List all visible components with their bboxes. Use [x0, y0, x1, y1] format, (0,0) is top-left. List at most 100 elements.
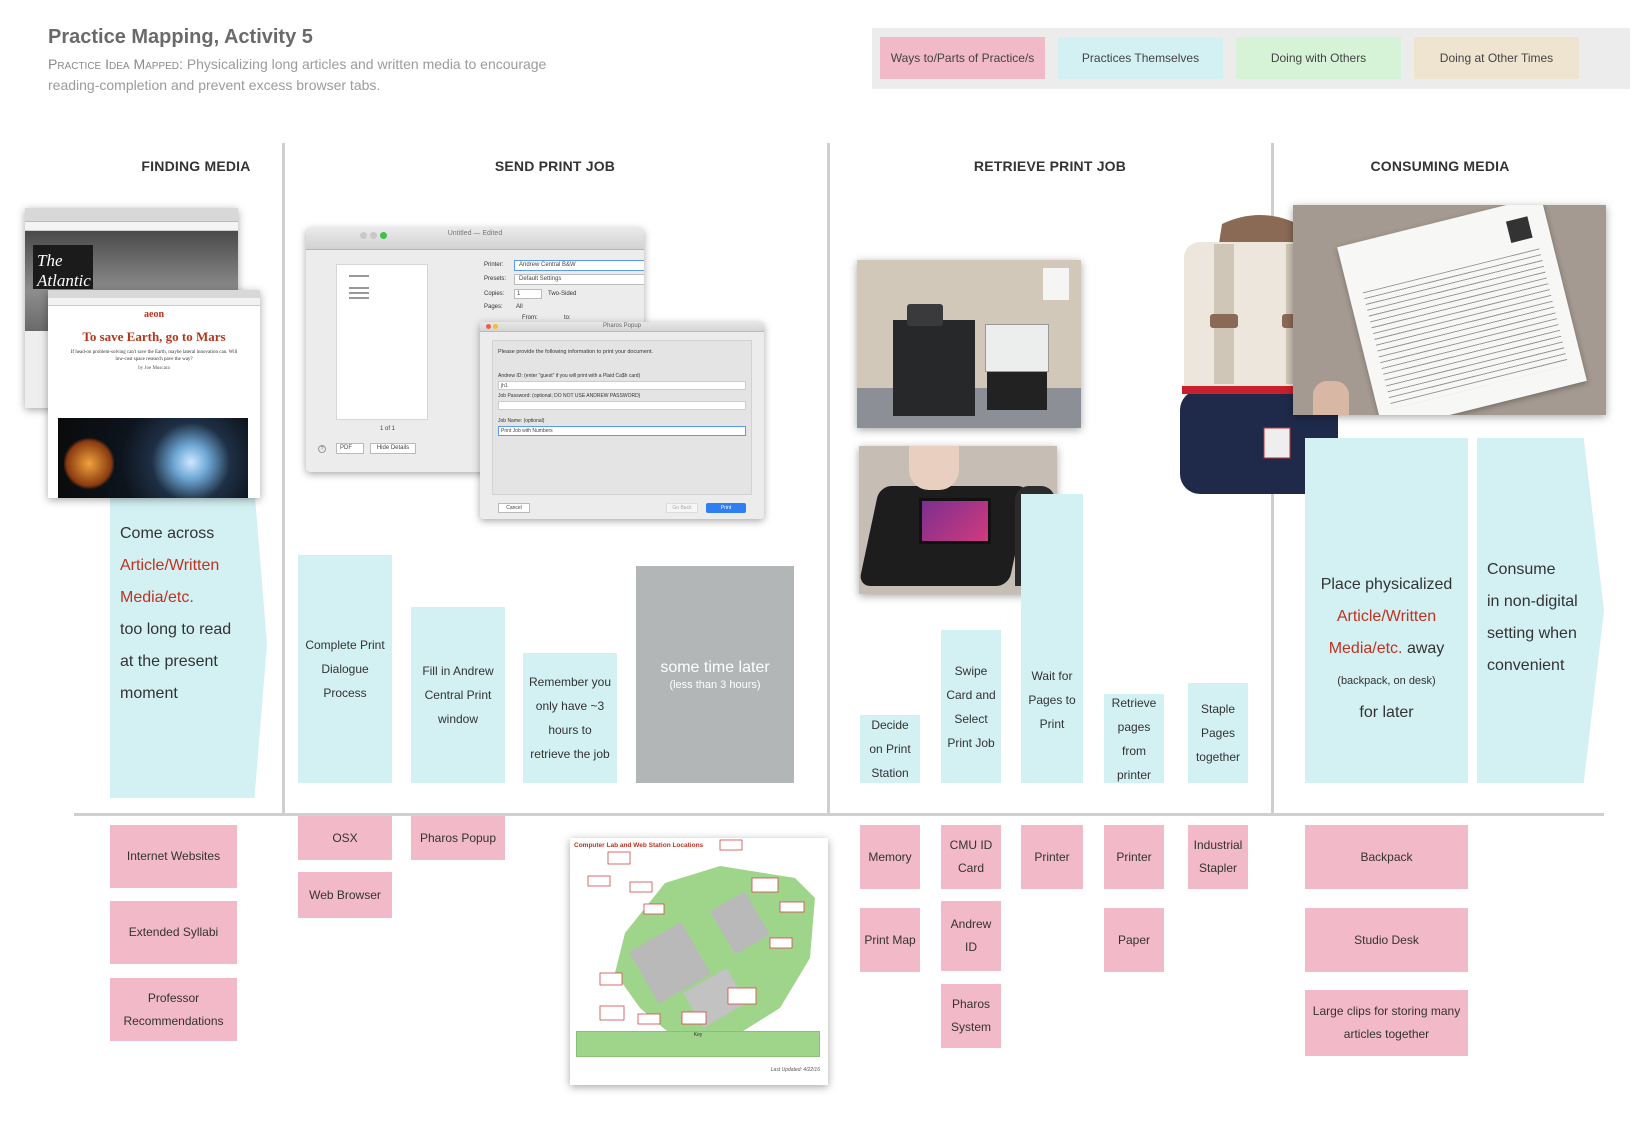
photo-wall-sign	[1043, 268, 1069, 300]
part-osx: OSX	[298, 816, 392, 860]
print-window-title: Untitled — Edited	[447, 230, 503, 237]
photo-paper-lines	[1362, 248, 1569, 409]
practice-swipe: Swipe Card and Select Print Job	[941, 630, 1001, 783]
practice-text: for later	[1359, 703, 1414, 721]
practice-text: at the present	[120, 653, 218, 670]
part-printer: Printer	[1104, 825, 1164, 889]
practice-text: Come across	[120, 525, 215, 542]
practice-remember: Remember you only have ~3 hours to retri…	[523, 653, 617, 783]
practice-highlight: Media/etc.	[1328, 639, 1403, 657]
pdf-button[interactable]: PDF	[336, 443, 364, 454]
practice-complete-print: Complete Print Dialogue Process	[298, 555, 392, 783]
practice-retrieve-pages: Retrieve pages from printer	[1104, 694, 1164, 783]
backpack-patch	[1263, 427, 1291, 459]
atlantic-logo: The Atlantic	[33, 245, 93, 290]
presets-select[interactable]: Default Settings	[514, 274, 644, 285]
photo-paper	[1337, 205, 1587, 415]
browser-address-bar	[48, 298, 260, 306]
pharos-cancel-button[interactable]: Cancel	[498, 503, 530, 513]
campus-map-image: Computer Lab and Web Station Locations K…	[570, 838, 828, 1085]
print-dialog-titlebar: Untitled — Edited	[306, 228, 644, 250]
column-header-retrieve: RETRIEVE PRINT JOB	[973, 158, 1127, 174]
pages-all-radio[interactable]: All	[516, 304, 523, 310]
copies-input[interactable]: 1	[514, 289, 542, 299]
part-printer: Printer	[1021, 825, 1083, 889]
row-divider	[74, 813, 1604, 816]
part-pharos-popup: Pharos Popup	[411, 816, 505, 860]
printer-select[interactable]: Andrew Central B&W	[514, 260, 644, 271]
pharos-go-back-button[interactable]: Go Back	[666, 503, 698, 513]
photo-printer	[985, 324, 1049, 372]
photo-printer-base	[987, 372, 1047, 410]
engine-glow	[64, 436, 114, 491]
aeon-headline: To save Earth, go to Mars	[82, 329, 226, 344]
photo-card-reader	[907, 304, 943, 326]
window-close-icon	[486, 324, 491, 329]
practice-place: Place physicalized Article/Written Media…	[1305, 438, 1468, 783]
aeon-screenshot: aeon To save Earth, go to Mars If head-o…	[48, 290, 260, 498]
practice-text: Place physicalized	[1320, 575, 1453, 593]
map-location-markers	[587, 839, 805, 1051]
practice-text: away	[1406, 639, 1445, 657]
pharos-popup-screenshot: Pharos Popup Please provide the followin…	[480, 322, 764, 519]
aeon-hero-image	[58, 418, 248, 498]
window-close-icon	[360, 232, 367, 239]
aeon-dek: If head-on problem-solving can't save th…	[70, 350, 238, 362]
practice-consume: Consume in non-digital setting when conv…	[1477, 438, 1604, 783]
legend-item-practices: Practices Themselves	[1058, 37, 1223, 79]
practice-wait: Wait for Pages to Print	[1021, 494, 1083, 783]
practice-small-text: (backpack, on desk)	[1337, 674, 1436, 687]
two-sided-checkbox[interactable]: Two-Sided	[548, 291, 577, 297]
pharos-job-input[interactable]: Print Job with Numbers	[498, 426, 746, 436]
practice-staple: Staple Pages together	[1188, 683, 1248, 783]
to-label: to:	[564, 315, 571, 321]
presets-label: Presets:	[484, 276, 507, 282]
column-header-finding: FINDING MEDIA	[141, 158, 251, 174]
hide-details-button[interactable]: Hide Details	[370, 443, 416, 454]
print-preview-page	[336, 264, 428, 420]
backpack-handle	[1218, 215, 1302, 250]
time-gap-block: some time later (less than 3 hours)	[636, 566, 794, 783]
time-later-label: some time later	[660, 658, 770, 676]
column-header-consuming: CONSUMING MEDIA	[1370, 158, 1510, 174]
practice-text: too long to read	[120, 621, 232, 638]
print-page-count: 1 of 1	[380, 426, 396, 432]
photo-paper-logo	[1505, 216, 1533, 243]
part-extended-syllabi: Extended Syllabi	[110, 901, 237, 964]
legend: Ways to/Parts of Practice/s Practices Th…	[872, 28, 1630, 89]
subtitle-lead: Practice Idea Mapped:	[48, 56, 183, 72]
browser-tab-bar	[48, 290, 260, 298]
map-key: Key	[576, 1031, 820, 1057]
practice-text: moment	[120, 685, 178, 702]
campus-buildings	[629, 922, 711, 1004]
map-key-label: Key	[693, 1032, 703, 1038]
map-updated: Last Updated: 4/22/16	[770, 1067, 820, 1073]
practice-highlight: Media/etc.	[120, 589, 194, 606]
help-icon[interactable]: ?	[318, 445, 326, 453]
photo-kiosk-screen	[919, 498, 991, 544]
part-professor-recommendations: Professor Recommendations	[110, 978, 237, 1041]
browser-address-bar	[25, 222, 238, 231]
printer-station-photo	[857, 260, 1081, 428]
part-backpack: Backpack	[1305, 825, 1468, 889]
aeon-byline: by Joe Muscara	[138, 366, 170, 371]
printer-label: Printer:	[484, 262, 504, 268]
aeon-logo: aeon	[144, 309, 164, 320]
part-web-browser: Web Browser	[298, 872, 392, 918]
column-divider	[827, 143, 830, 813]
pharos-pw-input[interactable]	[498, 401, 746, 410]
column-header-send: SEND PRINT JOB	[494, 158, 616, 174]
map-title: Computer Lab and Web Station Locations	[574, 842, 704, 849]
pharos-job-label: Job Name: (optional)	[498, 418, 545, 424]
practice-fill-andrew: Fill in Andrew Central Print window	[411, 607, 505, 783]
printed-article-photo	[1293, 205, 1606, 415]
pharos-print-button[interactable]: Print	[706, 503, 746, 513]
pharos-id-input[interactable]: jh1	[498, 381, 746, 390]
campus-map-svg	[587, 839, 815, 1051]
practice-text: setting when	[1487, 625, 1577, 642]
campus-buildings	[710, 891, 770, 955]
pharos-id-label: Andrew ID: (enter "guest" if you will pr…	[498, 373, 641, 379]
practice-highlight: Article/Written	[120, 557, 220, 574]
part-paper: Paper	[1104, 908, 1164, 972]
part-print-map: Print Map	[860, 908, 920, 972]
